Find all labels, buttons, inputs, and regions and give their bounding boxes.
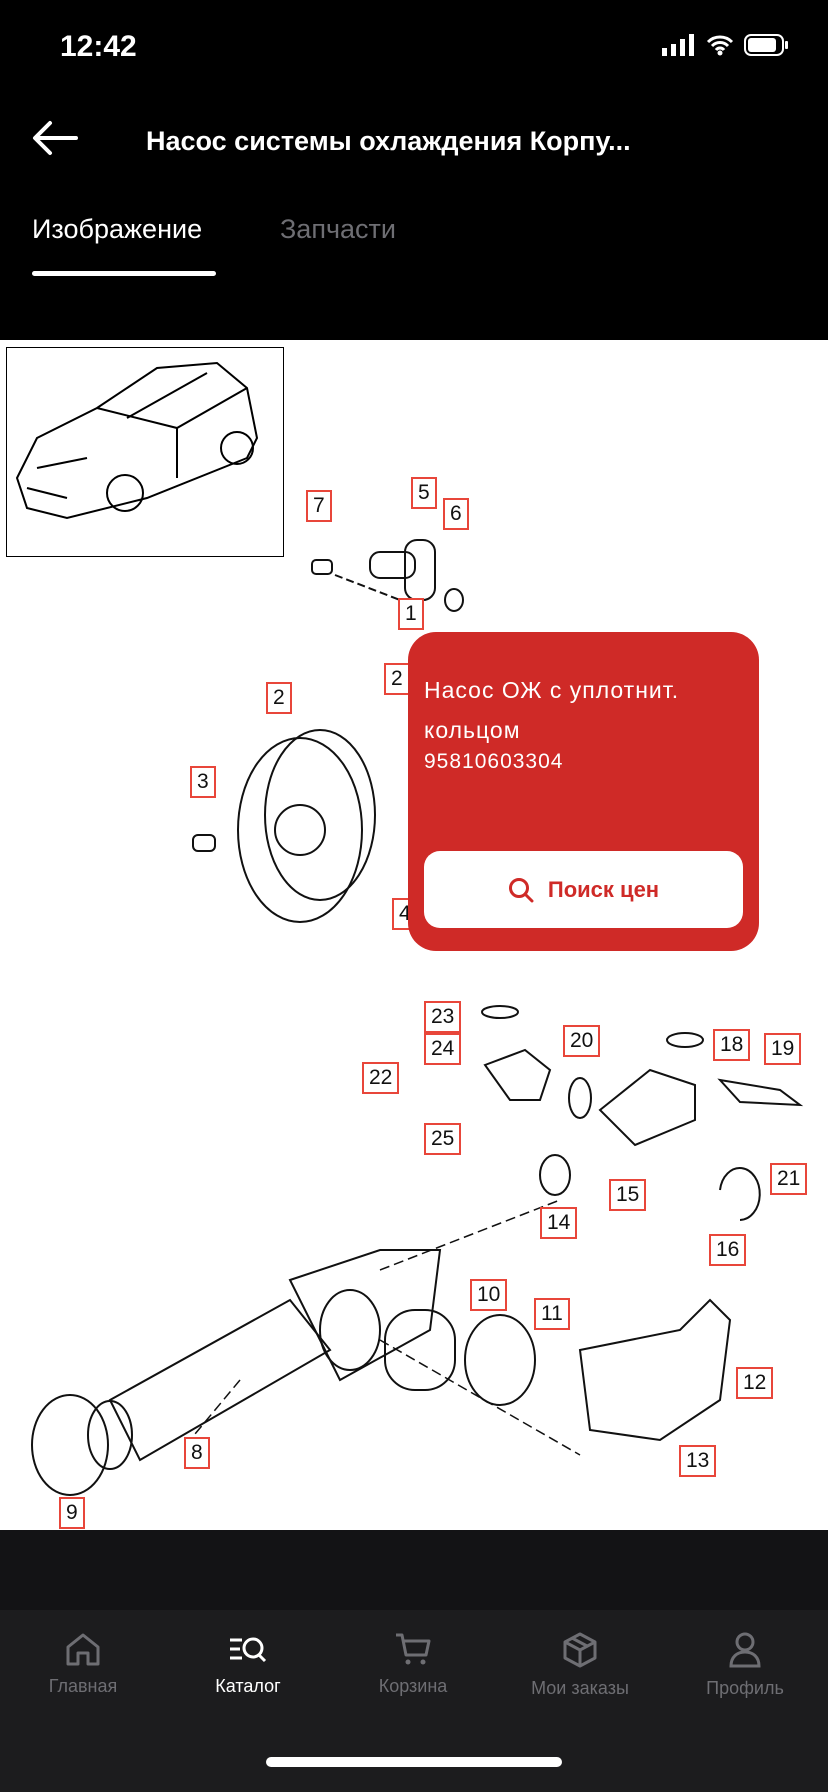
callout-16[interactable]: 16 xyxy=(709,1234,747,1266)
price-search-label: Поиск цен xyxy=(547,876,660,902)
parts-drawing xyxy=(31,539,804,1496)
callout-6[interactable]: 6 xyxy=(443,498,469,530)
tab-image[interactable]: Изображение xyxy=(32,214,203,244)
callout-5[interactable]: 5 xyxy=(411,477,437,509)
catalog-search-icon xyxy=(230,1637,267,1663)
nav-cart-label: Корзина xyxy=(378,1676,448,1696)
callout-2[interactable]: 2 xyxy=(384,663,410,695)
page-title: Насос системы охлаждения Корпу... xyxy=(146,126,631,156)
callout-22[interactable]: 22 xyxy=(362,1062,400,1094)
callout-23[interactable]: 23 xyxy=(424,1001,462,1033)
content-footer-space xyxy=(0,1530,828,1610)
callout-14[interactable]: 14 xyxy=(540,1207,578,1239)
callout-10[interactable]: 10 xyxy=(470,1279,508,1311)
vehicle-thumbnail xyxy=(6,347,284,557)
home-indicator[interactable] xyxy=(266,1757,562,1767)
callout-13[interactable]: 13 xyxy=(679,1445,717,1477)
part-popup: Насос ОЖ с уплотнит. кольцом 95810603304… xyxy=(408,632,759,951)
callout-11[interactable]: 11 xyxy=(534,1298,570,1330)
callout-9[interactable]: 9 xyxy=(59,1497,85,1529)
callout-3[interactable]: 3 xyxy=(190,766,216,798)
status-icons xyxy=(662,34,788,56)
cart-icon xyxy=(396,1633,431,1665)
callout-1[interactable]: 1 xyxy=(398,598,424,630)
nav-home[interactable]: Главная xyxy=(3,1632,163,1697)
search-icon xyxy=(508,877,534,902)
nav-orders-label: Мои заказы xyxy=(531,1678,629,1698)
wifi-icon xyxy=(706,35,734,56)
nav-catalog[interactable]: Каталог xyxy=(168,1632,328,1697)
home-icon xyxy=(66,1633,100,1666)
callout-19[interactable]: 19 xyxy=(764,1033,802,1065)
callout-2[interactable]: 2 xyxy=(266,682,292,714)
callout-20[interactable]: 20 xyxy=(563,1025,601,1057)
nav-orders[interactable]: Мои заказы xyxy=(500,1632,660,1699)
nav-profile-label: Профиль xyxy=(706,1678,784,1698)
nav-catalog-label: Каталог xyxy=(215,1676,281,1696)
callout-25[interactable]: 25 xyxy=(424,1123,462,1155)
arrow-left-icon xyxy=(33,121,78,155)
callout-15[interactable]: 15 xyxy=(609,1179,647,1211)
nav-profile[interactable]: Профиль xyxy=(665,1632,825,1699)
callout-24[interactable]: 24 xyxy=(424,1033,462,1065)
profile-icon xyxy=(729,1632,761,1668)
signal-icon xyxy=(662,34,694,56)
part-number: 95810603304 xyxy=(424,750,564,773)
callout-18[interactable]: 18 xyxy=(713,1029,751,1061)
status-time: 12:42 xyxy=(60,30,137,63)
callout-21[interactable]: 21 xyxy=(770,1163,808,1195)
callout-12[interactable]: 12 xyxy=(736,1367,774,1399)
price-search-button[interactable]: Поиск цен xyxy=(424,851,743,928)
tab-parts[interactable]: Запчасти xyxy=(280,214,396,244)
active-tab-indicator xyxy=(32,271,216,276)
back-button[interactable] xyxy=(32,120,82,160)
callout-7[interactable]: 7 xyxy=(306,490,332,522)
part-name: Насос ОЖ с уплотнит. кольцом xyxy=(424,677,680,743)
nav-cart[interactable]: Корзина xyxy=(333,1632,493,1697)
battery-icon xyxy=(744,34,788,56)
box-icon xyxy=(563,1632,597,1668)
callout-8[interactable]: 8 xyxy=(184,1437,210,1469)
nav-home-label: Главная xyxy=(48,1676,118,1696)
